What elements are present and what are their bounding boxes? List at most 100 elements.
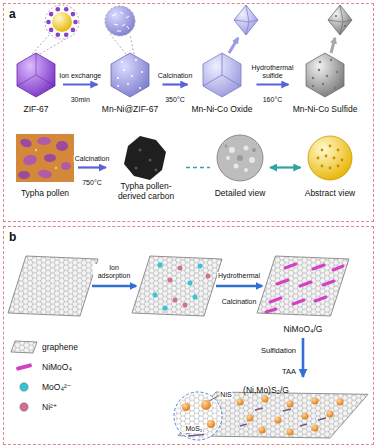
- zif-zoom-sphere: [73, 20, 78, 25]
- panel-letter: a: [4, 6, 21, 24]
- sulfide-particle: [334, 87, 336, 89]
- abstract-sphere: [308, 136, 352, 180]
- process-arrow: [257, 83, 289, 85]
- carbon-chunk: [124, 136, 166, 180]
- process-arrow: [302, 338, 305, 377]
- abstract-sphere: [337, 149, 340, 152]
- ion-loaded-sheet: [193, 295, 198, 300]
- label-holder: Hydrothermal: [217, 264, 261, 282]
- stage-label: Typha pollen: [21, 189, 69, 199]
- sulfide-zoom-polyhedron: [328, 5, 352, 35]
- process-arrow: [63, 83, 98, 85]
- sulfide-sheet: [327, 411, 334, 418]
- sulfide-sheet: [240, 408, 326, 426]
- typha-pollen-photo: [18, 171, 30, 179]
- sulfide-particle: [336, 71, 338, 73]
- label-holder: Calcination: [221, 290, 258, 308]
- ion-loaded-sheet: [132, 256, 222, 316]
- zoom-circle: [207, 420, 215, 428]
- zif67-particle: [17, 53, 55, 86]
- ion-loaded-sheet: [206, 274, 211, 279]
- mnni-zif-particle: [111, 53, 149, 97]
- carbon-chunk: [149, 159, 152, 162]
- sulfide-particle: [306, 53, 344, 97]
- label-holder: TAA: [281, 360, 297, 378]
- legend-text: graphene: [42, 342, 78, 352]
- material-stage: Typha pollen: [13, 134, 77, 201]
- edge-label-holder: Hydrothermal sulfide: [248, 64, 298, 82]
- figure-panel: bNiMoO₄/G(Ni,Mo)S₂/G: [3, 226, 374, 445]
- legend-row: graphene: [10, 338, 78, 356]
- zoom-lines: [32, 34, 134, 54]
- zoom-circle: [201, 400, 211, 410]
- particle-stage: Mn-Ni@ZIF-67: [99, 52, 162, 117]
- zif-zoom-sphere: [64, 33, 69, 38]
- ion-loaded-sheet: [178, 266, 183, 271]
- sem-view: [234, 164, 239, 169]
- sem-view: [252, 148, 256, 152]
- sulfide-sheet: [259, 427, 266, 434]
- zoom-lines: [130, 35, 134, 54]
- nimoo4-sheet: [257, 256, 349, 316]
- sulfide-particle: [312, 77, 314, 79]
- oxide-zoom-octahedron: [229, 5, 258, 53]
- zoom-lines: [32, 34, 50, 54]
- stage-label: Mn-Ni@ZIF-67: [102, 105, 158, 115]
- connectors: [63, 85, 303, 378]
- sulfide-particle: [319, 61, 321, 63]
- condition-label: 30min: [70, 96, 91, 104]
- legend-sample: [10, 360, 38, 374]
- stage-label: Typha pollen-derived carbon: [110, 182, 182, 202]
- edge-label-holder: Sulfidation: [260, 339, 297, 357]
- stage-label: (Ni,Mo)S₂/G: [243, 386, 289, 396]
- sem-view: [249, 157, 255, 163]
- zif-zoom-sphere: [56, 7, 61, 12]
- condition-label: 160°C: [262, 96, 284, 104]
- sem-view: [244, 146, 249, 151]
- process-arrow: [163, 83, 188, 85]
- legend-swatch: [16, 363, 32, 371]
- ion-loaded-sheet: [132, 256, 222, 316]
- mnni-zoom-surface: [105, 6, 135, 36]
- sulfide-sheet: [302, 413, 309, 420]
- step-label: Hydrothermal: [217, 272, 261, 280]
- typha-pollen-photo: [16, 134, 74, 182]
- legend-sample: [10, 340, 38, 354]
- ion-loaded-sheet: [158, 263, 163, 268]
- zif-zoom-sphere: [49, 28, 54, 33]
- mnni-zif-particle: [121, 61, 123, 63]
- legend-sample: [10, 400, 38, 414]
- typha-pollen-photo: [22, 153, 38, 166]
- mnni-zif-particle: [123, 69, 125, 71]
- view-arrow: [270, 166, 301, 168]
- ion-loaded-sheet: [188, 281, 193, 286]
- nimoo4-sheet: [257, 256, 349, 316]
- sulfide-sheet: [312, 398, 319, 405]
- panel-letter: b: [4, 229, 21, 247]
- reagent-label: TAA: [281, 368, 297, 376]
- label-holder: NiS: [219, 383, 232, 401]
- process-label: Calcination: [74, 155, 111, 163]
- zif-zoom-sphere: [45, 5, 79, 39]
- process-arrow: [216, 285, 262, 288]
- stage-label: Detailed view: [215, 189, 266, 199]
- legend-row: Ni²⁺: [10, 398, 78, 416]
- zif-zoom-sphere: [45, 5, 79, 39]
- legend: grapheneNiMoO₄MoO₄²⁻Ni²⁺: [10, 338, 78, 418]
- sheet-stage: (Ni,Mo)S₂/G: [167, 378, 365, 447]
- carbon-chunk: [135, 167, 138, 170]
- sulfide-sheet: [247, 415, 254, 422]
- process-label: Sulfidation: [260, 347, 297, 355]
- typha-pollen-photo: [16, 134, 74, 182]
- stage-label: Mn-Ni-Co Sulfide: [293, 105, 358, 115]
- label-holder: 30min: [70, 88, 91, 106]
- mnni-zif-particle: [111, 53, 149, 97]
- typha-pollen-photo: [19, 137, 33, 149]
- legend-row: NiMoO₄: [10, 358, 78, 376]
- sulfide-zoom-polyhedron: [331, 38, 335, 53]
- mnni-zif-particle: [127, 83, 129, 85]
- figure-panel: aZIF-67Mn-Ni@ZIF-67Mn-Ni-Co OxideMn-Ni-C…: [3, 3, 374, 222]
- zif-zoom-sphere: [52, 12, 72, 32]
